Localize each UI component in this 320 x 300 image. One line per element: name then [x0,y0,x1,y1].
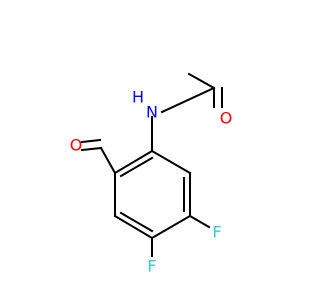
atom-f-2: F [147,257,156,276]
bond-carbonyl-n [160,86,216,114]
atom-f-1: F [212,223,221,242]
molecule-structure: N H O O F F [70,72,233,276]
atom-labels: N H O O F F [70,88,233,276]
bond-ring-6 [113,149,154,175]
bond-methyl-carbonyl [187,72,216,90]
bond-cho-o-2 [80,138,102,144]
bond-ring-4 [113,214,154,240]
bond-ring-3 [150,214,192,240]
bond-cho-o-1 [80,146,103,152]
bond-ring-1 [150,149,192,175]
atom-n: N [146,103,158,122]
bonds [80,72,223,257]
bond-ring-cho [99,146,117,175]
atom-h: H [132,88,144,107]
bond-ring-4-inner [119,211,154,233]
atom-o-amide: O [220,109,233,128]
bond-ring-6-inner [119,156,154,178]
structure-canvas: N H O O F F [70,72,233,276]
atom-o-aldehyde: O [70,136,83,155]
bond-ring-f1 [188,214,211,229]
